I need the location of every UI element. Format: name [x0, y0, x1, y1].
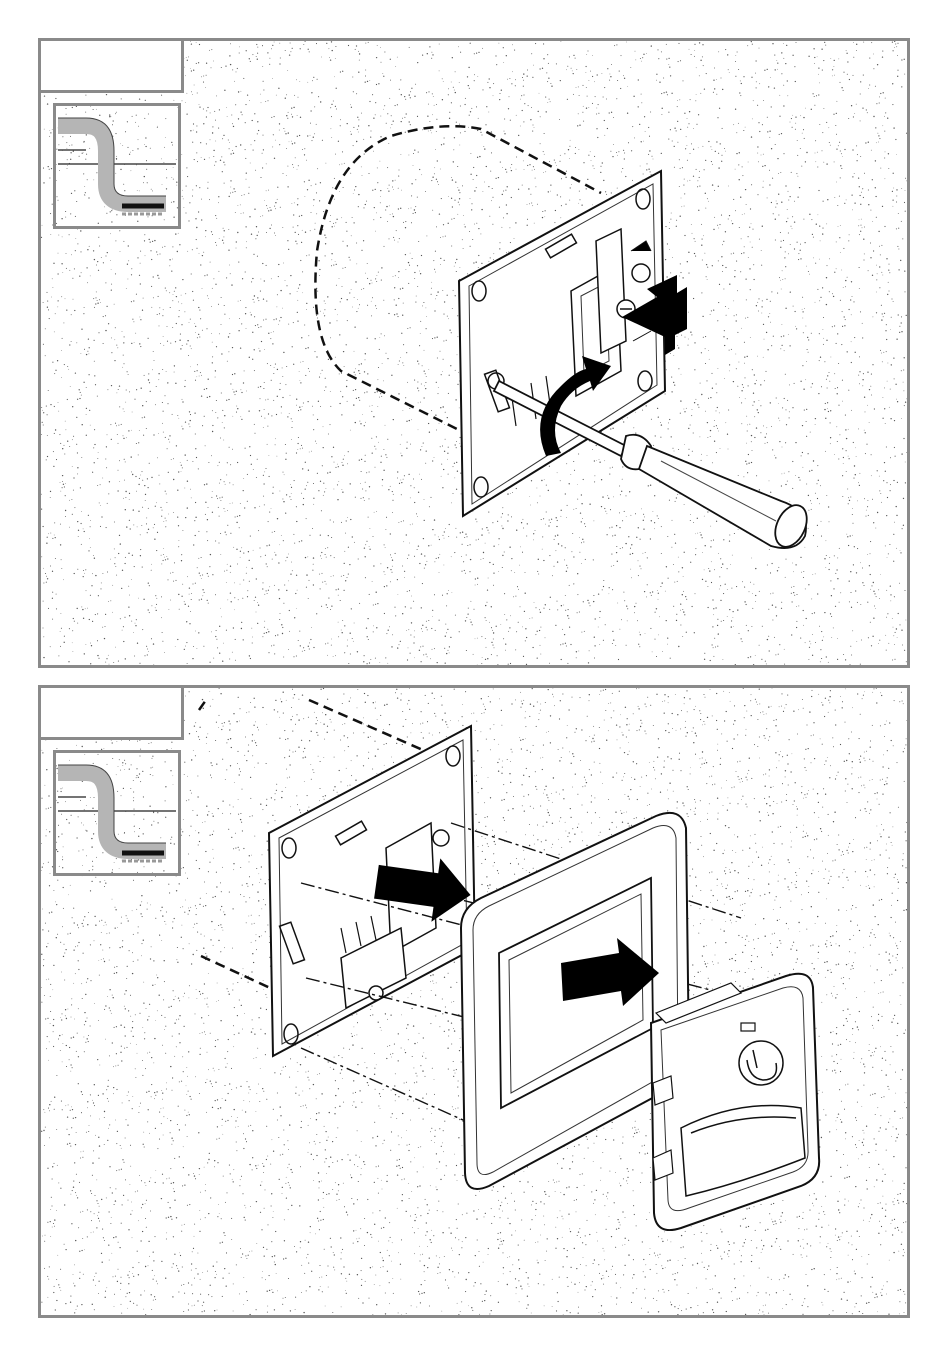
cable-in-wall-icon [53, 750, 181, 876]
cover-insert [651, 974, 819, 1230]
step-1-panel [38, 38, 910, 668]
step-number-box [41, 41, 184, 93]
step-2-panel [38, 685, 910, 1318]
step-number-box [41, 688, 184, 740]
cable-in-wall-icon [53, 103, 181, 229]
